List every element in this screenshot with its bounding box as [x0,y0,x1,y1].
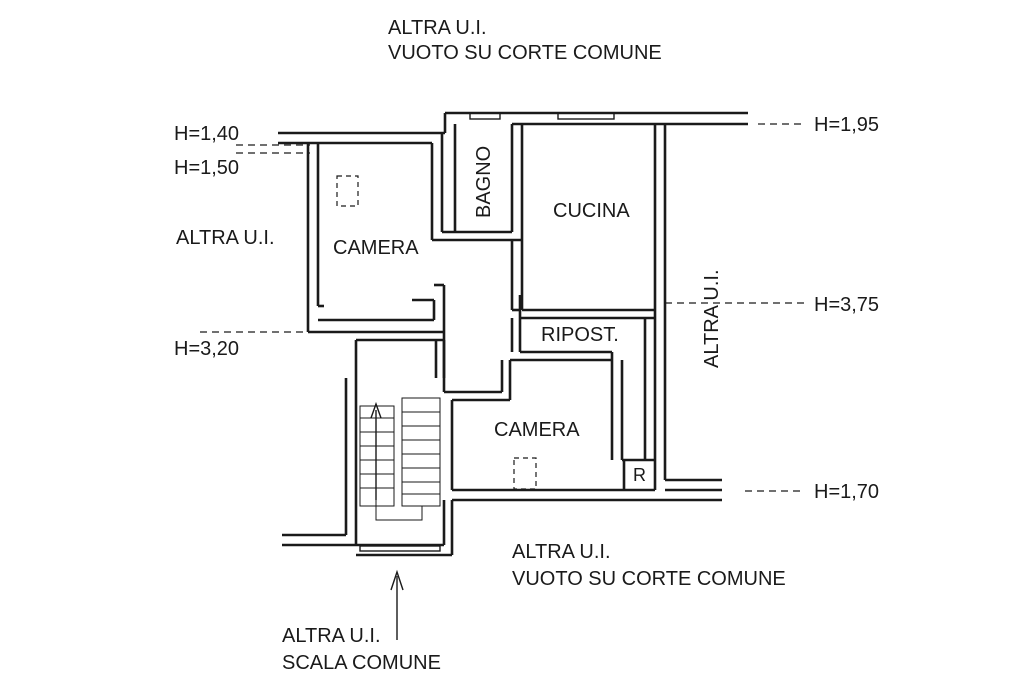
height-label-3-20: H=3,20 [174,338,239,360]
height-label-3-75: H=3,75 [814,294,879,316]
height-label-1-40: H=1,40 [174,123,239,145]
stair-neighbor-label: ALTRA U.I. [282,625,381,647]
bottom-neighbor-label: ALTRA U.I. [512,541,611,563]
height-label-1-70: H=1,70 [814,481,879,503]
walls [278,111,748,557]
room-label-cucina: CUCINA [553,200,630,222]
bottom-neighbor-note: VUOTO SU CORTE COMUNE [512,568,786,590]
height-dashed-lines [200,123,805,492]
stair-steps [359,397,441,521]
room-label-ripost: RIPOST. [541,324,619,346]
stair-neighbor-note: SCALA COMUNE [282,652,441,674]
room-label-bagno: BAGNO [473,146,495,218]
entrance-arrow [390,569,404,640]
height-label-1-95: H=1,95 [814,114,879,136]
height-label-1-50: H=1,50 [174,157,239,179]
skylight-marks [336,175,537,490]
room-label-camera-1: CAMERA [333,237,419,259]
top-neighbor-label: ALTRA U.I. [388,17,487,39]
left-neighbor-label: ALTRA U.I. [176,227,275,249]
window-marks [359,112,615,552]
room-label-r: R [633,465,646,485]
top-neighbor-note: VUOTO SU CORTE COMUNE [388,42,662,64]
room-label-camera-2: CAMERA [494,419,580,441]
right-neighbor-label: ALTRA U.I. [701,269,723,368]
